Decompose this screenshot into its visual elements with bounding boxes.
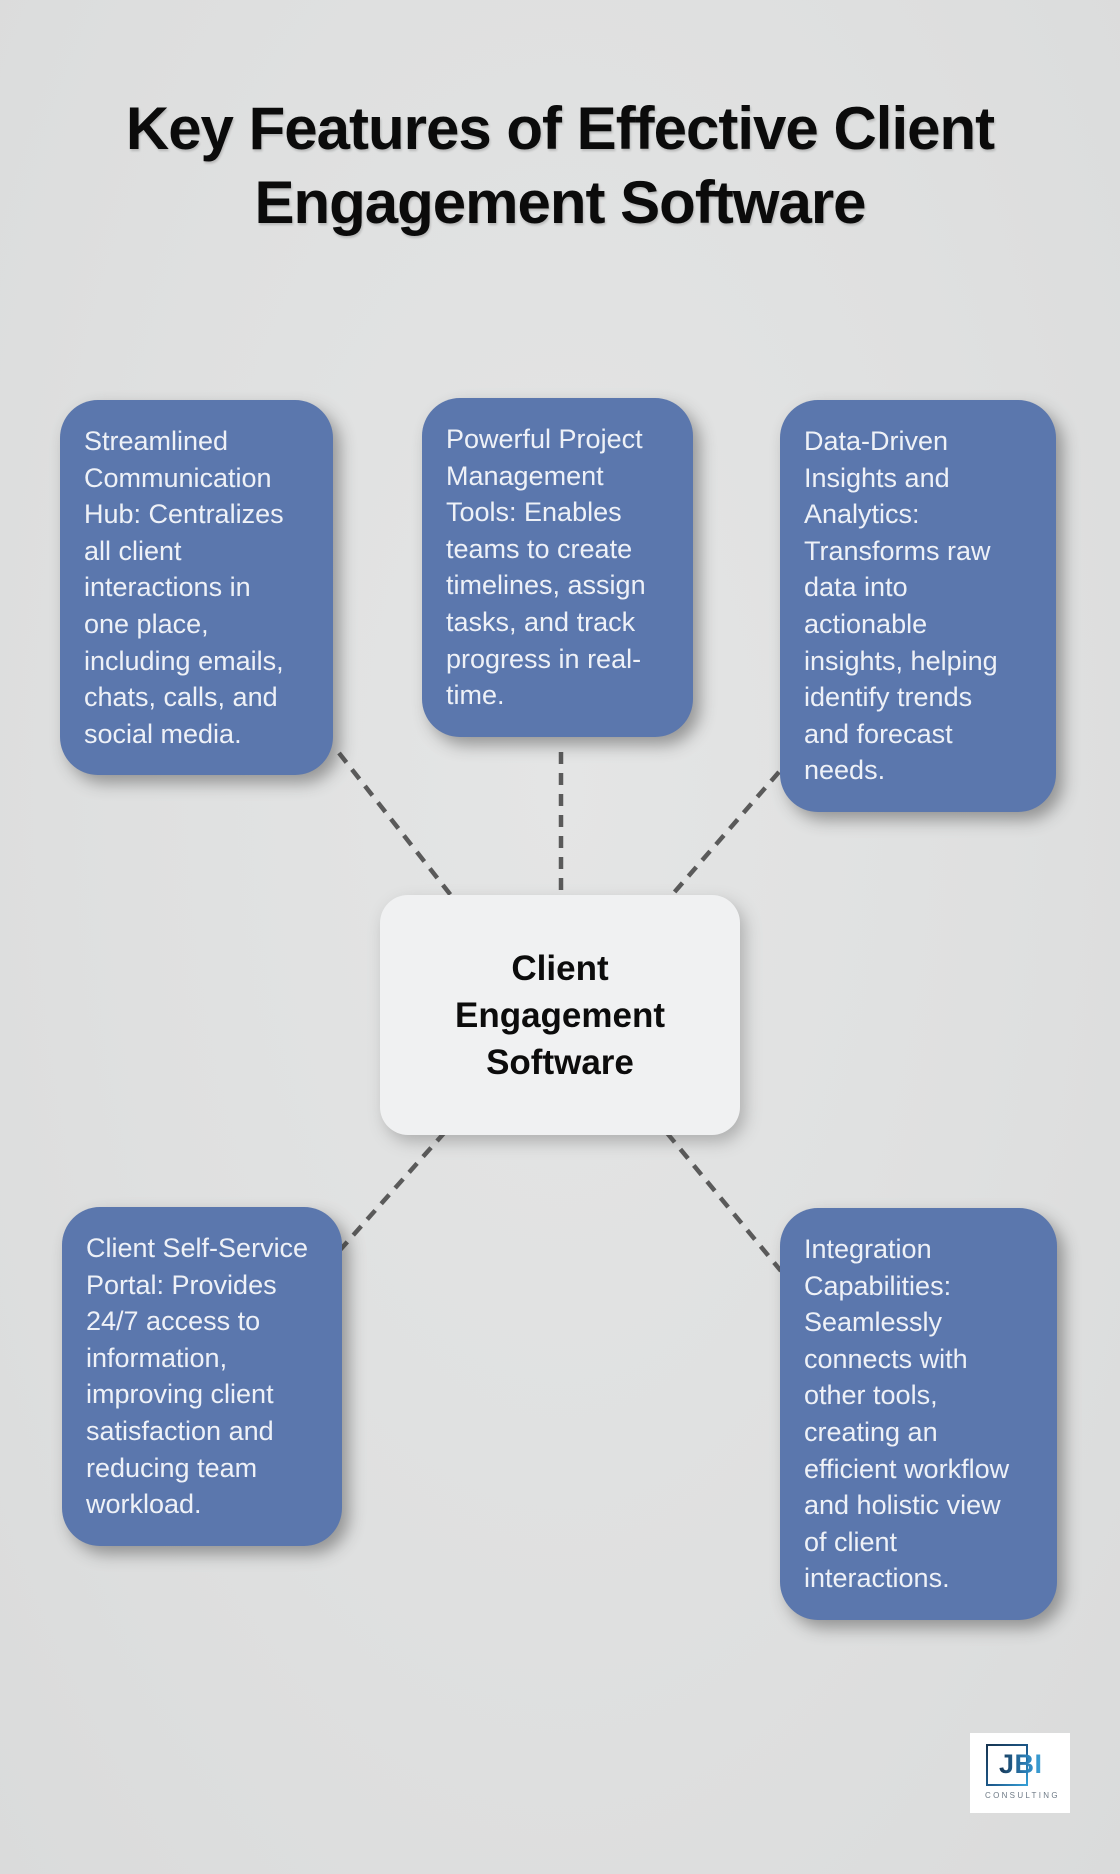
jbi-consulting-logo: JBI CONSULTING [970,1733,1070,1813]
feature-card-text: Powerful Project Management Tools: Enabl… [446,424,646,711]
jbi-logo-square-icon [986,1744,1028,1786]
page-title-line-2: Engagement Software [254,169,866,236]
feature-card-text: Streamlined Communication Hub: Centraliz… [84,426,284,749]
feature-card-integration-capabilities: Integration Capabilities: Seamlessly con… [780,1208,1057,1620]
feature-card-text: Data-Driven Insights and Analytics: Tran… [804,426,998,786]
page-title-line-1: Key Features of Effective Client [125,95,995,162]
central-node: Client Engagement Software [380,895,740,1135]
central-node-label: Client Engagement Software [454,948,666,1082]
feature-card-data-driven-insights: Data-Driven Insights and Analytics: Tran… [780,400,1056,812]
feature-card-streamlined-communication-hub: Streamlined Communication Hub: Centraliz… [60,400,333,776]
feature-card-client-self-service-portal: Client Self-Service Portal: Provides 24/… [62,1207,342,1546]
jbi-logo-text: JBI [997,1749,1046,1779]
jbi-logo-subtext: CONSULTING [985,1791,1060,1800]
feature-card-text: Integration Capabilities: Seamlessly con… [804,1234,1010,1594]
feature-card-project-management-tools: Powerful Project Management Tools: Enabl… [422,398,693,737]
feature-card-text: Client Self-Service Portal: Provides 24/… [86,1233,309,1520]
page-title: Key Features of Effective Client Engagem… [0,92,1120,240]
